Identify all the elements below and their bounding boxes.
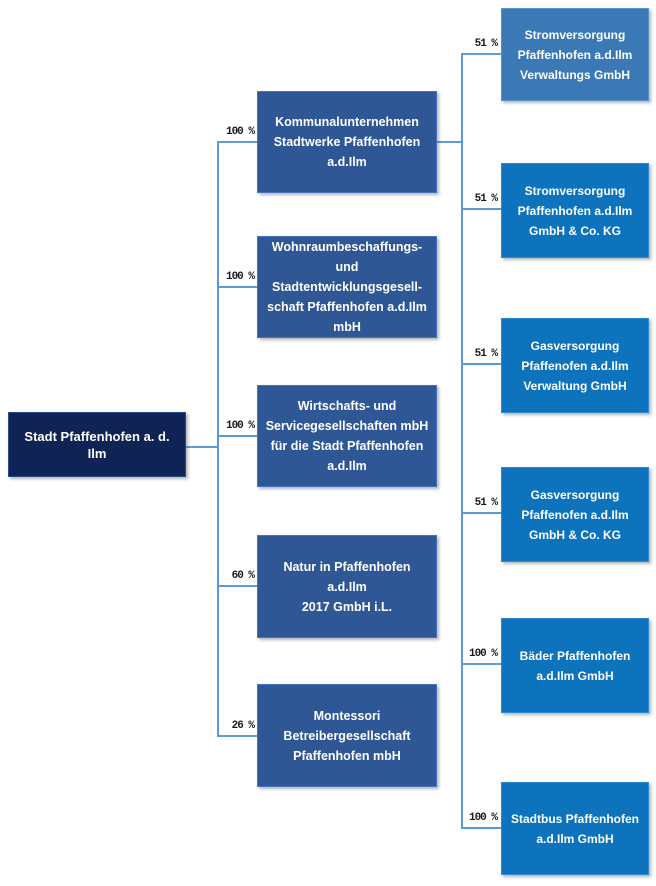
connector-stub-level1	[219, 585, 257, 587]
connector-stub-level1	[219, 286, 257, 288]
connector-trunk-level1	[217, 141, 219, 737]
connector-stub-level2	[463, 827, 501, 829]
share-label: 100 %	[468, 648, 498, 660]
connector-stub-level1	[219, 141, 257, 143]
share-label: 100 %	[225, 126, 255, 138]
share-label: 26 %	[231, 720, 255, 732]
connector-stub-level2	[463, 363, 501, 365]
connector-stub-level2	[463, 208, 501, 210]
share-label: 100 %	[225, 420, 255, 432]
org-node-baeder-pfaffenhofen-gmbh: Bäder Pfaffenhofen a.d.Ilm GmbH	[501, 618, 649, 713]
share-label: 51 %	[474, 38, 498, 50]
org-node-natur-in-pfaffenhofen: Natur in Pfaffenhofen a.d.Ilm 2017 GmbH …	[257, 535, 437, 638]
connector-root-to-trunk	[186, 446, 217, 448]
org-node-stromversorgung-verwaltungs-gmbh: Stromversorgung Pfaffenhofen a.d.Ilm Ver…	[501, 8, 649, 101]
share-label: 100 %	[468, 812, 498, 824]
share-label: 51 %	[474, 497, 498, 509]
connector-stub-level1	[219, 435, 257, 437]
connector-trunk-level2	[461, 53, 463, 829]
share-label: 100 %	[225, 271, 255, 283]
connector-stub-level2	[463, 663, 501, 665]
org-node-wirtschafts-servicegesellschaften: Wirtschafts- und Servicegesellschaften m…	[257, 385, 437, 487]
share-label: 51 %	[474, 193, 498, 205]
connector-stub-level2	[463, 512, 501, 514]
org-node-gasversorgung-gmbh-co-kg: Gasversorgung Pfaffenofen a.d.Ilm GmbH &…	[501, 467, 649, 562]
connector-stadtwerke-to-trunk	[437, 141, 463, 143]
share-label: 51 %	[474, 348, 498, 360]
org-node-montessori-betreibergesellschaft: Montessori Betreibergesellschaft Pfaffen…	[257, 684, 437, 787]
org-node-kommunalunternehmen-stadtwerke: Kommunalunternehmen Stadtwerke Pfaffenho…	[257, 91, 437, 193]
org-node-stadtbus-pfaffenhofen-gmbh: Stadtbus Pfaffenhofen a.d.Ilm GmbH	[501, 782, 649, 875]
share-label: 60 %	[231, 570, 255, 582]
org-node-wohnraumbeschaffungs-gesellschaft: Wohnraumbeschaffungs- und Stadtentwicklu…	[257, 236, 437, 338]
connector-stub-level1	[219, 735, 257, 737]
org-node-gasversorgung-verwaltung-gmbh: Gasversorgung Pfaffenofen a.d.Ilm Verwal…	[501, 318, 649, 413]
org-node-stadt-pfaffenhofen: Stadt Pfaffenhofen a. d. Ilm	[8, 412, 186, 477]
connector-stub-level2	[463, 53, 501, 55]
org-node-stromversorgung-gmbh-co-kg: Stromversorgung Pfaffenhofen a.d.Ilm Gmb…	[501, 163, 649, 258]
